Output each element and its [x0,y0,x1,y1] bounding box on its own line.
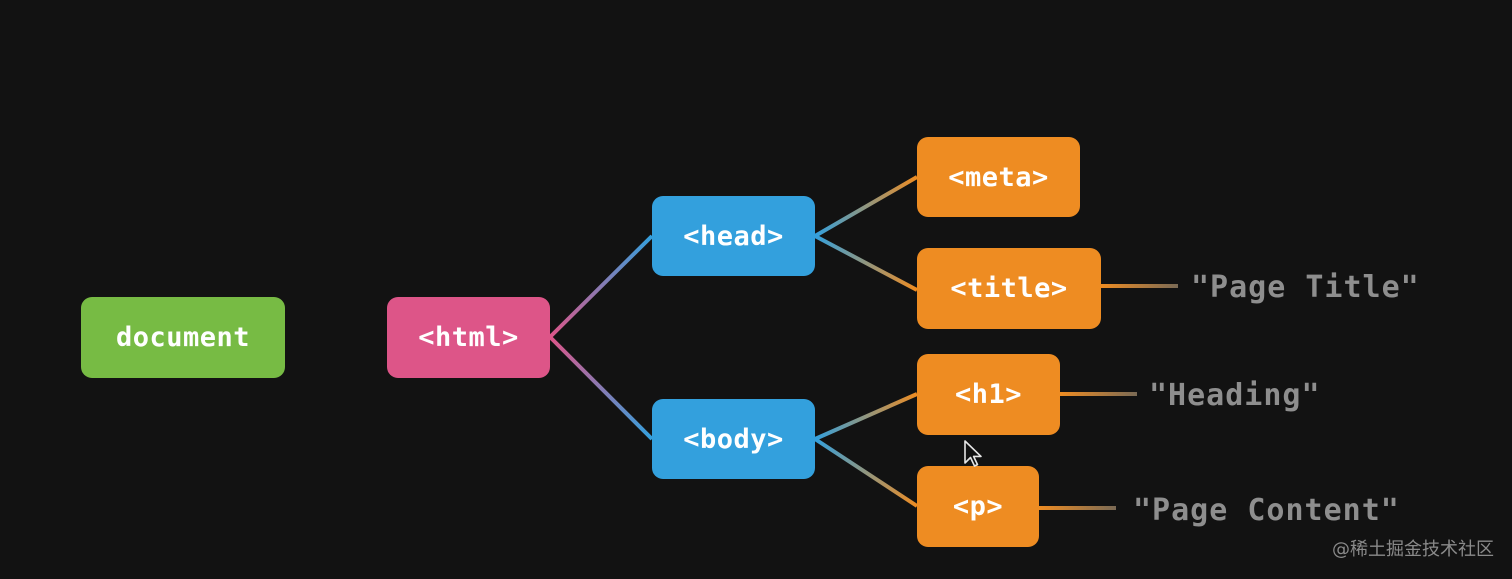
node-html: <html> [387,297,550,378]
text-node-page-title: "Page Title" [1191,270,1420,305]
edge-html-head [548,234,654,339]
node-h1: <h1> [917,354,1060,435]
edge-body-h1 [814,392,918,441]
node-meta: <meta> [917,137,1080,217]
edge-body-p [813,437,919,508]
node-body: <body> [652,399,815,479]
text-node-page-content: "Page Content" [1133,493,1400,528]
watermark: @稀土掘金技术社区 [1332,539,1494,560]
node-head: <head> [652,196,815,276]
edge-head-meta [813,175,919,238]
node-p: <p> [917,466,1039,547]
edge-html-body [548,335,654,441]
mouse-cursor-icon [964,440,982,467]
node-document: document [81,297,285,378]
edge-head-title [814,234,918,292]
text-node-heading: "Heading" [1149,378,1321,413]
node-title: <title> [917,248,1101,329]
